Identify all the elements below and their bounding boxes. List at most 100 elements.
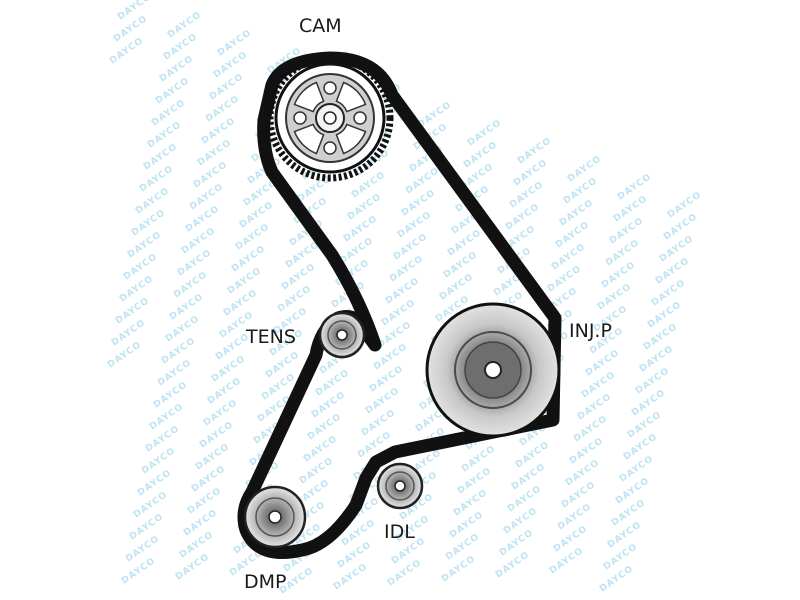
watermark-text: DAYCO: [134, 186, 172, 217]
watermark-text: DAYCO: [510, 462, 548, 493]
watermark-text: DAYCO: [200, 116, 238, 147]
label-idl: IDL: [384, 521, 415, 543]
watermark-text: DAYCO: [284, 240, 322, 271]
watermark-text: DAYCO: [666, 190, 704, 221]
watermark-text: DAYCO: [208, 72, 246, 103]
watermark-text: DAYCO: [566, 154, 604, 185]
watermark-text: DAYCO: [264, 350, 302, 381]
watermark-text: DAYCO: [140, 446, 178, 477]
label-tens: TENS: [245, 326, 296, 348]
watermark-text: DAYCO: [462, 140, 500, 171]
watermark-text: DAYCO: [460, 444, 498, 475]
damper-pulley: [243, 485, 307, 549]
watermark-text: DAYCO: [548, 546, 586, 577]
watermark-text: DAYCO: [110, 318, 148, 349]
watermark-text: DAYCO: [600, 260, 638, 291]
watermark-text: DAYCO: [508, 180, 546, 211]
watermark-text: DAYCO: [444, 532, 482, 563]
watermark-text: DAYCO: [166, 10, 204, 41]
watermark-text: DAYCO: [512, 158, 550, 189]
watermark-text: DAYCO: [596, 282, 634, 313]
watermark-text: DAYCO: [310, 390, 348, 421]
watermark-text: DAYCO: [226, 266, 264, 297]
watermark-text: DAYCO: [204, 94, 242, 125]
watermark-text: DAYCO: [448, 510, 486, 541]
watermark-text: DAYCO: [438, 272, 476, 303]
cam-bolt-hole: [353, 111, 367, 125]
watermark-text: DAYCO: [446, 228, 484, 259]
watermark-text: DAYCO: [280, 262, 318, 293]
watermark-text: DAYCO: [106, 340, 144, 371]
watermark-text: DAYCO: [504, 202, 542, 233]
watermark-text: DAYCO: [190, 464, 228, 495]
watermark-text: DAYCO: [178, 530, 216, 561]
watermark-text: DAYCO: [298, 456, 336, 487]
watermark-text: DAYCO: [210, 354, 248, 385]
watermark-text: DAYCO: [614, 476, 652, 507]
watermark-text: DAYCO: [618, 454, 656, 485]
watermark-text: DAYCO: [576, 392, 614, 423]
watermark-text: DAYCO: [276, 284, 314, 315]
watermark-text: DAYCO: [150, 98, 188, 129]
watermark-text: DAYCO: [156, 358, 194, 389]
watermark-text: DAYCO: [120, 556, 158, 587]
watermark-text: DAYCO: [158, 54, 196, 85]
watermark-text: DAYCO: [546, 264, 584, 295]
watermark-text: DAYCO: [342, 214, 380, 245]
watermark-text: DAYCO: [222, 288, 260, 319]
watermark-text: DAYCO: [380, 298, 418, 329]
label-dmp: DMP: [244, 571, 286, 593]
cam-window: [335, 81, 367, 113]
watermark-text: DAYCO: [238, 200, 276, 231]
watermark-text: DAYCO: [404, 166, 442, 197]
watermark-text: DAYCO: [346, 192, 384, 223]
watermark-text: DAYCO: [604, 238, 642, 269]
watermark-text: DAYCO: [442, 250, 480, 281]
watermark-text: DAYCO: [160, 336, 198, 367]
watermark-text: DAYCO: [152, 380, 190, 411]
cam-bolt-hole: [293, 111, 307, 125]
watermark-text: DAYCO: [606, 520, 644, 551]
watermark-text: DAYCO: [142, 142, 180, 173]
watermark-text: DAYCO: [556, 502, 594, 533]
watermark-text: DAYCO: [216, 28, 254, 59]
watermark-text: DAYCO: [494, 550, 532, 581]
cam-window: [293, 123, 325, 155]
watermark-text: DAYCO: [572, 414, 610, 445]
injection-pump-pulley: [425, 302, 561, 438]
watermark-text: DAYCO: [192, 160, 230, 191]
watermark-text: DAYCO: [662, 212, 700, 243]
watermark-text: DAYCO: [146, 120, 184, 151]
watermark-text: DAYCO: [144, 424, 182, 455]
watermark-text: DAYCO: [466, 118, 504, 149]
watermark-text: DAYCO: [114, 296, 152, 327]
watermark-text: DAYCO: [196, 138, 234, 169]
watermark-text: DAYCO: [174, 552, 212, 583]
watermark-text: DAYCO: [568, 436, 606, 467]
watermark-text: DAYCO: [230, 244, 268, 275]
watermark-text: DAYCO: [234, 222, 272, 253]
watermark-text: DAYCO: [202, 398, 240, 429]
watermark-text: DAYCO: [646, 300, 684, 331]
watermark-text: DAYCO: [126, 230, 164, 261]
watermark-text: DAYCO: [132, 490, 170, 521]
watermark-text: DAYCO: [162, 32, 200, 63]
watermark-text: DAYCO: [658, 234, 696, 265]
watermark-text: DAYCO: [608, 216, 646, 247]
watermark-text: DAYCO: [122, 252, 160, 283]
watermark-text: DAYCO: [148, 402, 186, 433]
watermark-text: DAYCO: [194, 442, 232, 473]
watermark-text: DAYCO: [332, 562, 370, 593]
watermark-text: DAYCO: [198, 420, 236, 451]
watermark-text: DAYCO: [456, 466, 494, 497]
watermark-text: DAYCO: [360, 408, 398, 439]
watermark-text: DAYCO: [336, 540, 374, 571]
watermark-text: DAYCO: [364, 386, 402, 417]
watermark-text: DAYCO: [108, 36, 146, 67]
watermark-text: DAYCO: [130, 208, 168, 239]
watermark-text: DAYCO: [396, 210, 434, 241]
watermark-text: DAYCO: [634, 366, 672, 397]
label-injp: INJ.P: [569, 320, 612, 342]
